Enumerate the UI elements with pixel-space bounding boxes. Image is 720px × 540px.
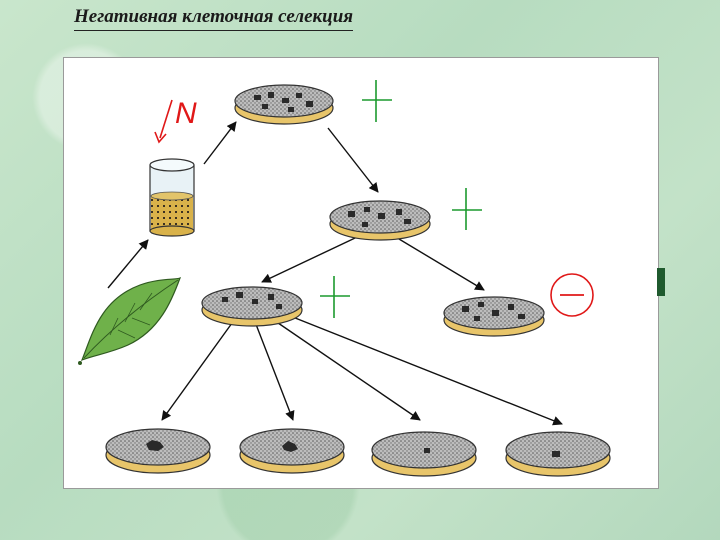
minus-mark (550, 273, 594, 317)
plus-mark-2 (452, 188, 482, 230)
mutagen-mark: N (154, 97, 197, 144)
petri-dish-3 (201, 286, 303, 327)
petri-dish-7 (371, 431, 477, 477)
petri-dish-1 (234, 84, 334, 125)
leaf-icon (78, 276, 182, 365)
plus-mark-3 (320, 276, 350, 318)
mutagen-label: N (175, 97, 197, 130)
slide-title: Негативная клеточная селекция (74, 6, 354, 31)
accent-bar (657, 268, 665, 296)
arrow-dish3-to-dish6 (251, 313, 295, 421)
petri-dish-4 (443, 296, 545, 337)
arrow-leaf-to-flask (107, 239, 149, 289)
arrow-flask-to-dish1 (203, 121, 237, 165)
arrow-dish3-to-dish8 (269, 307, 563, 426)
petri-dish-6 (239, 428, 345, 474)
petri-dish-8 (505, 431, 611, 477)
arrow-dish2-to-dish3 (261, 229, 373, 283)
arrow-dish3-to-dish7 (261, 311, 421, 421)
petri-dish-2 (329, 200, 431, 241)
arrow-dish1-to-dish2 (327, 127, 379, 193)
flask-icon (149, 158, 195, 237)
plus-mark-1 (362, 80, 392, 122)
arrow-dish2-to-dish4 (383, 229, 485, 291)
arrows (107, 121, 563, 426)
petri-dish-5 (105, 428, 211, 474)
arrow-dish3-to-dish5 (161, 311, 241, 421)
